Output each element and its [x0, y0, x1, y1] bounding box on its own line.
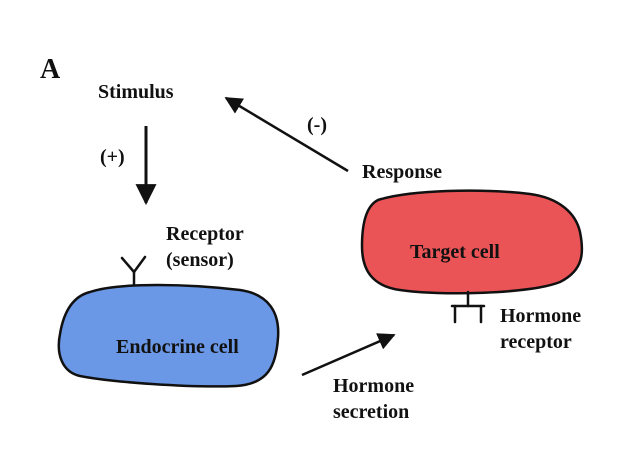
stimulus-label: Stimulus [98, 81, 174, 103]
hormone-secretion-arrow [301, 333, 396, 377]
endocrine-cell-label: Endocrine cell [116, 336, 239, 358]
target-cell-label: Target cell [410, 241, 500, 263]
hormone-receptor-label-line2: receptor [500, 331, 572, 353]
negative-sign-label: (-) [307, 114, 327, 136]
sensor-receptor-icon [120, 255, 147, 290]
response-to-stimulus-arrow [224, 96, 349, 173]
positive-sign-label: (+) [100, 146, 125, 168]
receptor-label: Receptor [166, 223, 244, 245]
hormone-secretion-label-line2: secretion [333, 401, 409, 423]
sensor-label: (sensor) [166, 249, 234, 271]
endocrine-cell-shape [57, 283, 280, 388]
hormone-receptor-label-line1: Hormone [500, 305, 581, 327]
response-label: Response [362, 161, 442, 183]
panel-label: A [40, 54, 61, 85]
hormone-secretion-label-line1: Hormone [333, 375, 414, 397]
target-cell-shape [360, 189, 584, 295]
hormone-receptor-icon [450, 290, 486, 324]
